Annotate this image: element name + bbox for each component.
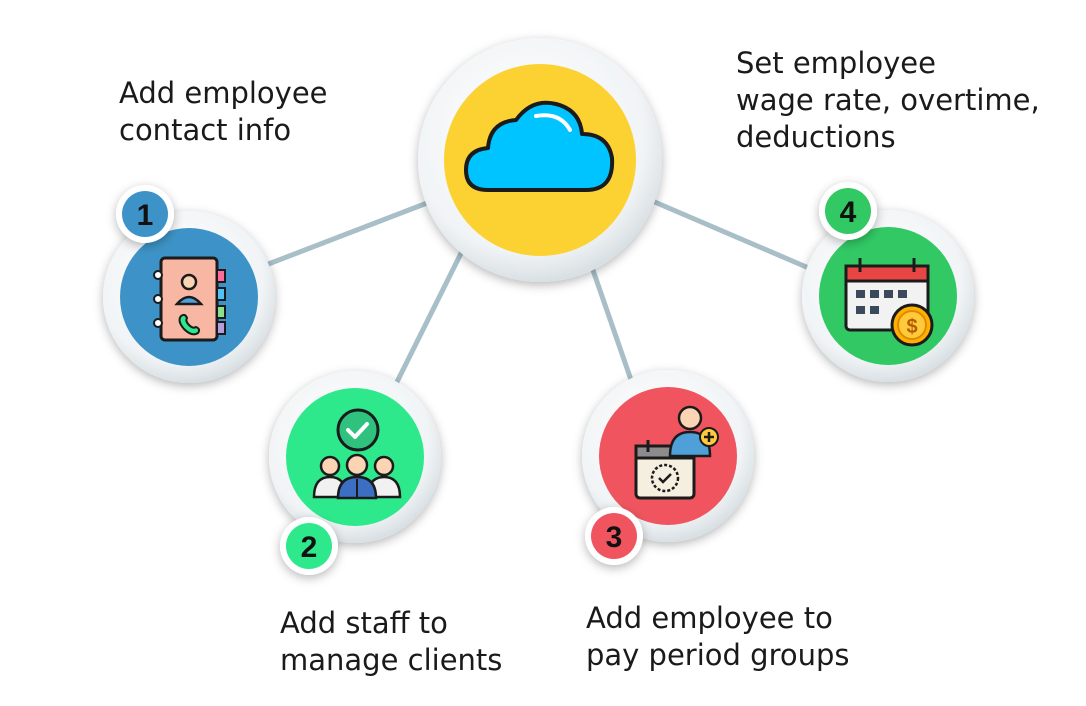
caption-line: wage rate, overtime,	[736, 83, 1040, 117]
step-2-badge	[286, 523, 332, 569]
caption-line: contact info	[119, 113, 292, 147]
step-4-node: $ 4	[802, 182, 974, 382]
team-approval-icon	[312, 408, 402, 500]
caption-line: Add employee to	[586, 601, 833, 635]
step-3-number: 3	[606, 521, 623, 554]
contact-book-icon	[153, 256, 226, 342]
caption-line: Add staff to	[280, 606, 448, 640]
step-1-badge	[122, 191, 168, 237]
step-2-caption: Add staff to manage clients	[280, 605, 502, 679]
step-1-caption: Add employee contact info	[119, 75, 328, 149]
step-1-node: 1	[103, 185, 275, 383]
step-4-badge	[825, 188, 871, 234]
calendar-payment-icon: $	[844, 258, 934, 347]
step-2-node: 2	[269, 371, 441, 575]
step-4-caption: Set employee wage rate, overtime, deduct…	[736, 45, 1040, 156]
calendar-add-user-icon	[634, 405, 719, 500]
step-3-caption: Add employee to pay period groups	[586, 600, 850, 674]
step-1-number: 1	[137, 199, 154, 232]
hub-node	[418, 38, 662, 282]
step-2-number: 2	[301, 531, 318, 564]
step-4-number: 4	[840, 196, 857, 229]
dollar-sign: $	[906, 316, 917, 338]
step-3-badge	[591, 513, 637, 559]
caption-line: deductions	[736, 120, 896, 154]
step-3-node: 3	[582, 370, 754, 565]
caption-line: Set employee	[736, 46, 936, 80]
caption-line: pay period groups	[586, 638, 850, 672]
caption-line: manage clients	[280, 643, 503, 677]
caption-line: Add employee	[119, 76, 328, 110]
cloud-icon	[464, 100, 615, 192]
